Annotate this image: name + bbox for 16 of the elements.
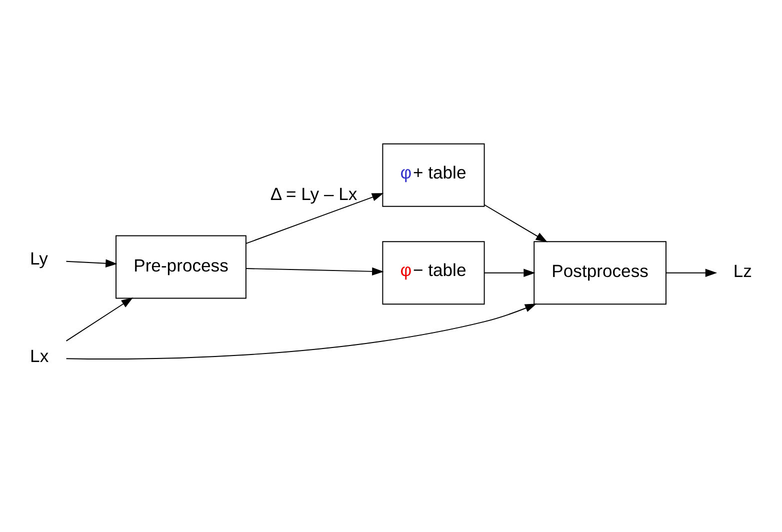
arrow — [246, 266, 384, 276]
edge-label: Δ = Ly – Lx — [270, 183, 358, 204]
node-box: φ− table — [382, 240, 485, 304]
node-box: Postprocess — [534, 240, 666, 304]
arrow — [246, 192, 384, 244]
node-text: Ly — [30, 248, 48, 268]
node-box: Pre-process — [116, 234, 246, 298]
node-text: Lx — [30, 346, 49, 366]
arrow — [66, 303, 537, 359]
node-box: φ+ table — [382, 142, 485, 206]
arrow — [484, 204, 548, 242]
node-text: Lz — [733, 260, 752, 281]
arrow — [484, 268, 536, 276]
arrow — [666, 268, 718, 276]
arrow — [66, 296, 134, 341]
arrow — [66, 258, 118, 267]
